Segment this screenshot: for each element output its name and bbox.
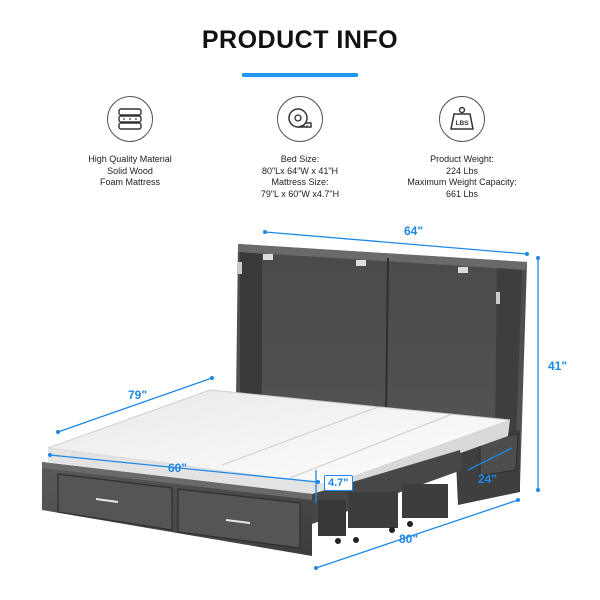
feature-weight: LBS Product Weight: 224 Lbs Maximum Weig… — [362, 96, 562, 200]
feature-line: Solid Wood — [107, 165, 153, 176]
title-underline — [242, 73, 358, 77]
feature-line: Maximum Weight Capacity: — [407, 177, 517, 187]
weight-lbs-icon: LBS — [439, 96, 485, 142]
dimension-width-top: 64" — [404, 224, 424, 238]
page-title: PRODUCT INFO — [201, 26, 399, 54]
tape-measure-icon — [277, 96, 323, 142]
feature-line: Foam Mattress — [99, 177, 160, 187]
feature-line: 79"L x 60"W x4.7"H — [260, 188, 340, 199]
svg-text:LBS: LBS — [456, 120, 470, 127]
feature-line: Bed Size: — [280, 154, 320, 164]
dimension-cabinet-depth: 24" — [478, 472, 498, 486]
feature-line: Mattress Size: — [271, 177, 329, 187]
pullout-drawers — [318, 484, 448, 544]
feature-material: High Quality Material Solid Wood Foam Ma… — [30, 96, 230, 189]
mattress-layers-icon — [107, 96, 153, 142]
feature-line: 224 Lbs — [445, 165, 479, 176]
feature-line: High Quality Material — [88, 154, 172, 164]
dimension-height: 41" — [548, 359, 568, 373]
dimension-mattress-length: 79" — [128, 388, 148, 402]
feature-line: 661 Lbs — [445, 188, 479, 199]
feature-line: 80"Lx 64"W x 41"H — [261, 165, 339, 176]
dimension-mattress-thickness: 4.7" — [324, 475, 353, 491]
dimension-mattress-width: 60" — [168, 461, 188, 475]
feature-size: Bed Size: 80"Lx 64"W x 41"H Mattress Siz… — [200, 96, 400, 200]
dimension-bed-length: 80" — [399, 532, 419, 546]
dimension-arrows — [48, 230, 540, 570]
dimension-lines — [49, 231, 539, 569]
feature-line: Product Weight: — [430, 154, 494, 164]
